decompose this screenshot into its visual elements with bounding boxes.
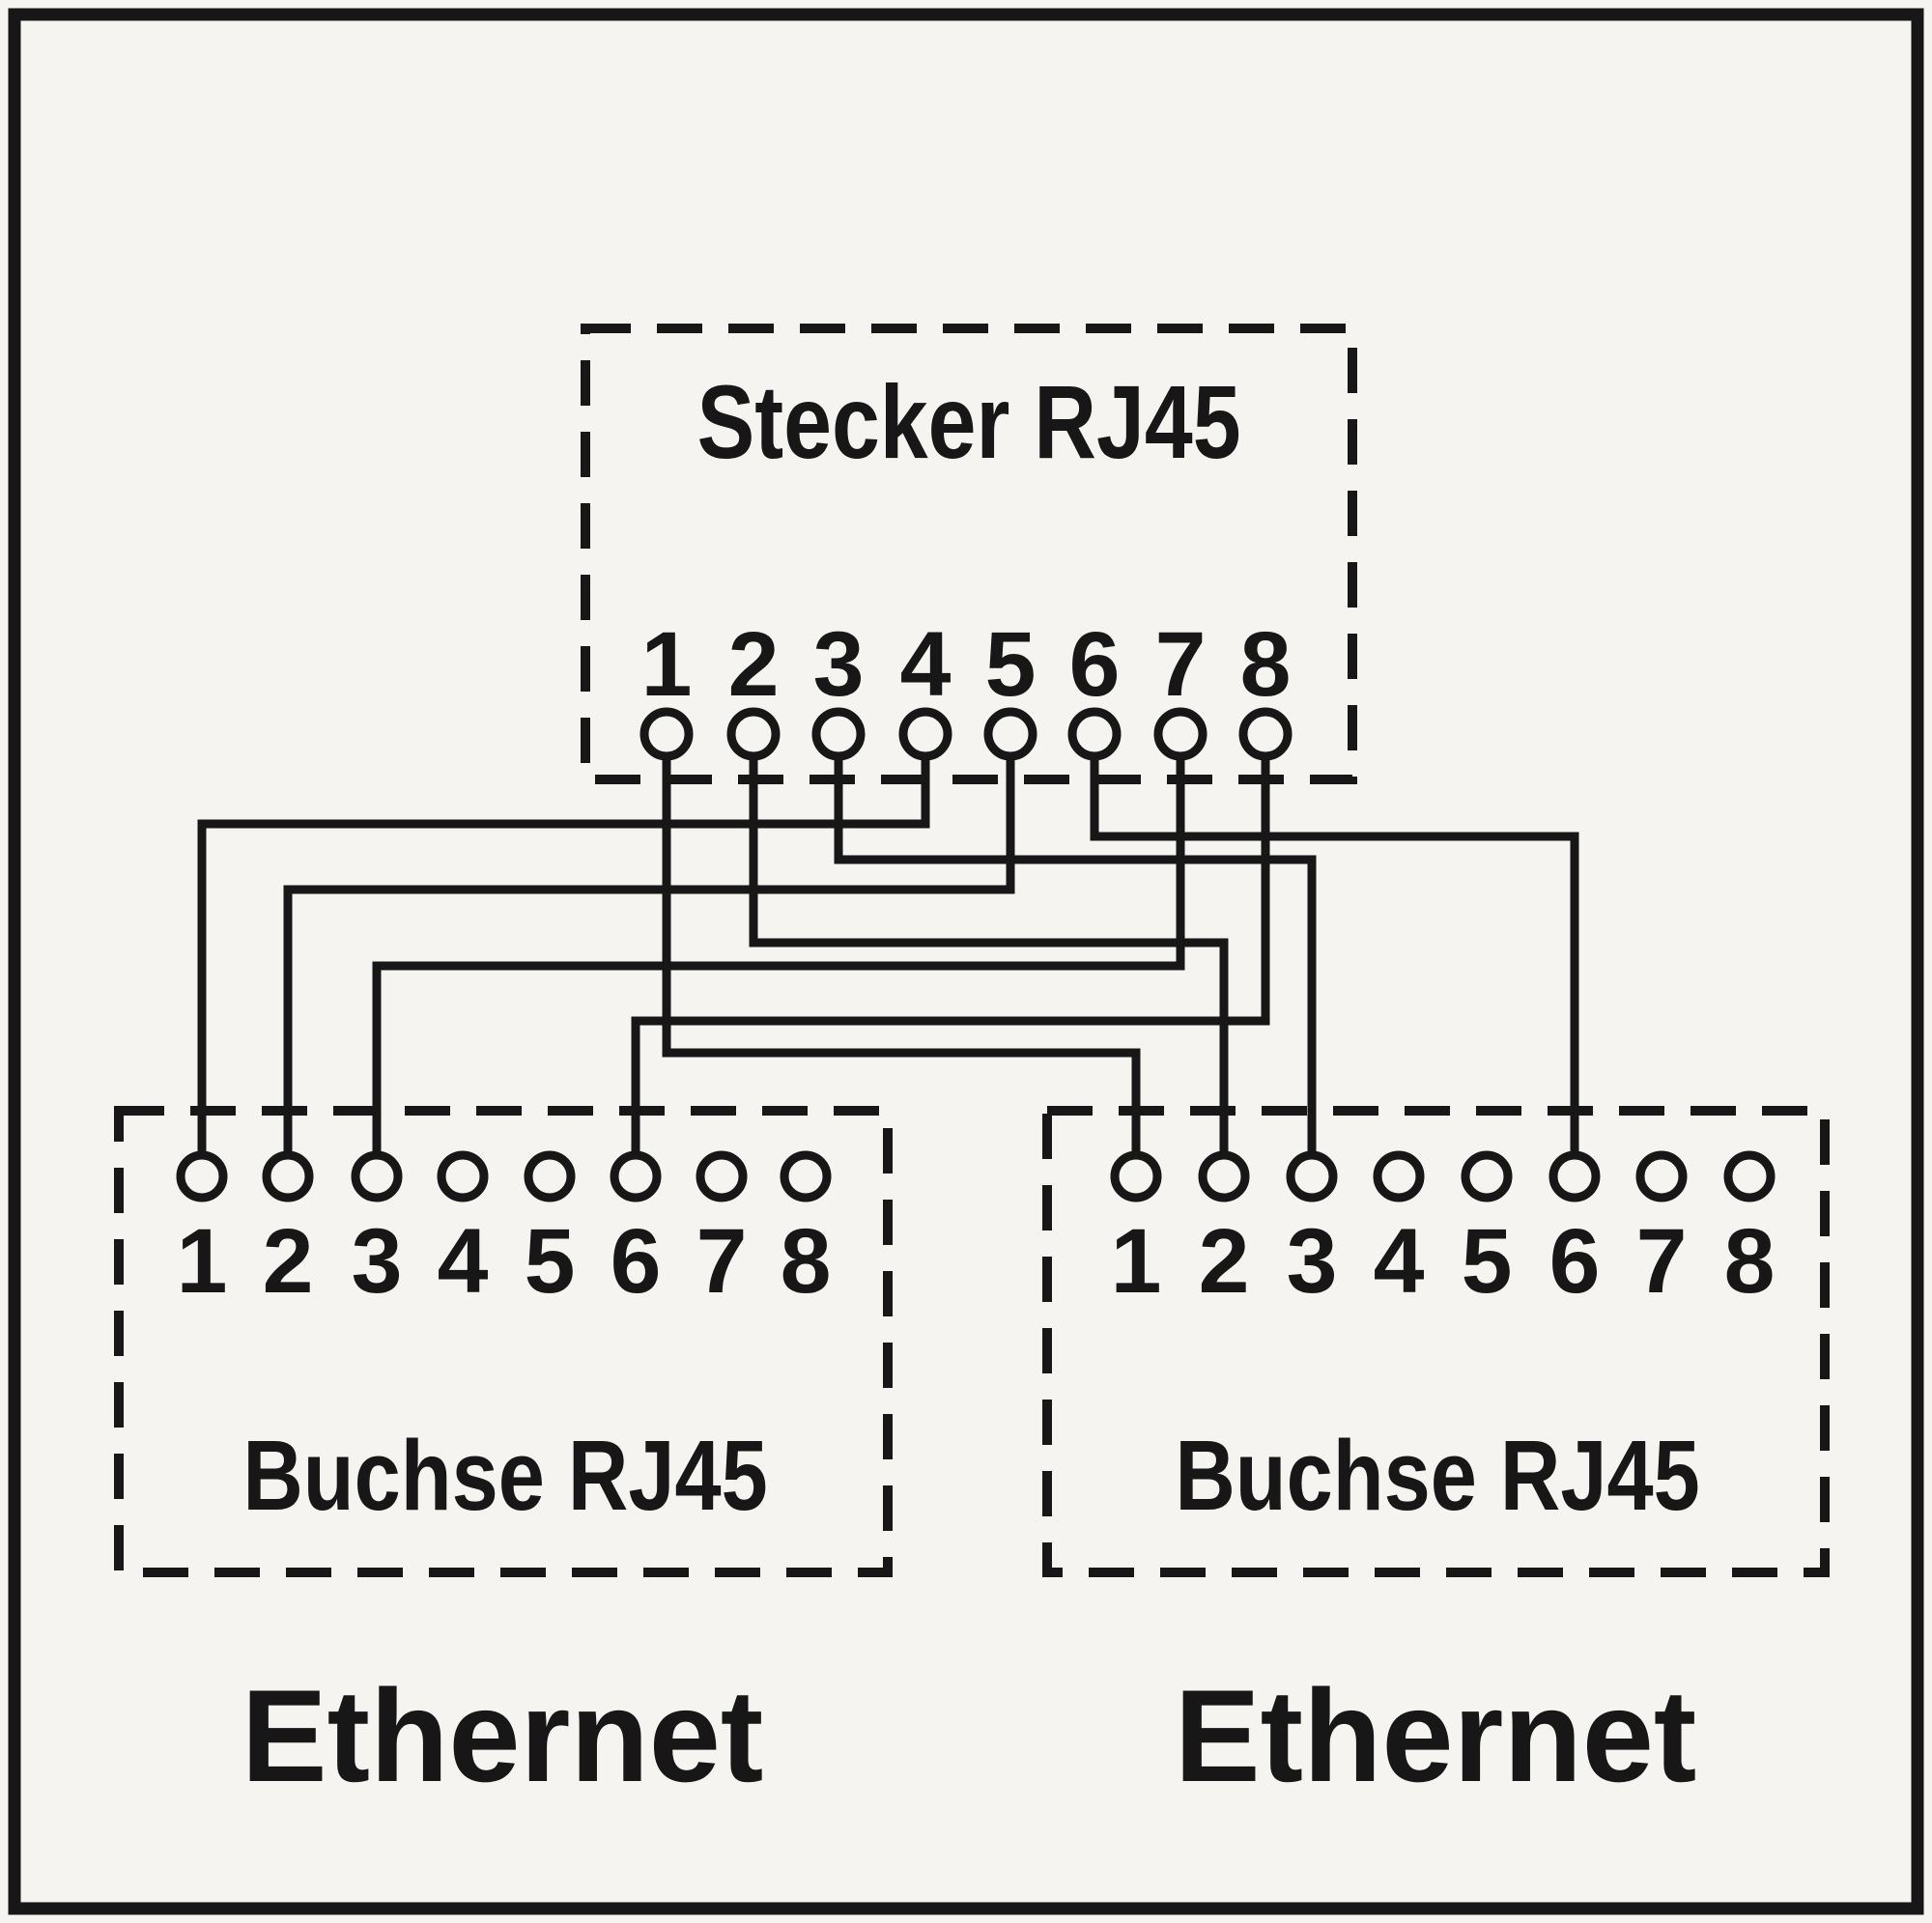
socket-right-pin-number-3: 3 — [1287, 1210, 1338, 1313]
plug-pin-circle-6 — [1067, 707, 1122, 761]
wire-plug3-right3 — [834, 756, 1317, 1155]
plug-pin-number-4: 4 — [900, 613, 952, 716]
wire-plug5-left2 — [283, 756, 1015, 1155]
socket-left-pin-circle-1 — [176, 1150, 228, 1202]
socket-left-caption: Ethernet — [242, 1662, 764, 1810]
socket-right-box — [1042, 1106, 1830, 1577]
socket-left-pin-circle-3 — [351, 1150, 403, 1202]
socket-left-pin-number-7: 7 — [696, 1210, 748, 1313]
socket-left-pin-number-3: 3 — [352, 1210, 403, 1313]
socket-left-pin-number-8: 8 — [781, 1210, 832, 1313]
plug-pin-number-2: 2 — [728, 613, 780, 716]
socket-left-pin-number-4: 4 — [438, 1210, 489, 1313]
plug-pin-number-5: 5 — [985, 613, 1037, 716]
socket-right-pin-circle-1 — [1110, 1150, 1162, 1202]
socket-right-pin-circle-8 — [1723, 1150, 1776, 1202]
plug-label: Stecker RJ45 — [696, 364, 1240, 481]
socket-left-pin-circle-7 — [696, 1150, 748, 1202]
socket-right-pin-circle-2 — [1198, 1150, 1250, 1202]
wire-plug8-left6 — [631, 756, 1270, 1155]
plug-pin-number-8: 8 — [1240, 613, 1292, 716]
plug-pin-number-1: 1 — [641, 613, 693, 716]
plug-pin-circle-7 — [1153, 707, 1208, 761]
socket-left-pin-circle-8 — [780, 1150, 832, 1202]
socket-right-pin-number-1: 1 — [1111, 1210, 1162, 1313]
socket-right-pin-circle-6 — [1548, 1150, 1601, 1202]
plug-pin-circle-2 — [726, 707, 781, 761]
socket-right-pin-number-6: 6 — [1549, 1210, 1601, 1313]
socket-left-pin-circle-6 — [610, 1150, 662, 1202]
socket-right-caption: Ethernet — [1175, 1662, 1697, 1810]
outer-frame — [8, 8, 1924, 1915]
socket-right-pin-circle-7 — [1635, 1150, 1688, 1202]
socket-left-pin-circle-4 — [437, 1150, 489, 1202]
socket-right-pin-circle-3 — [1286, 1150, 1338, 1202]
socket-right-pin-number-8: 8 — [1724, 1210, 1776, 1313]
wire-plug6-right6 — [1090, 756, 1579, 1155]
plug-box — [581, 324, 1357, 784]
socket-right-pin-number-2: 2 — [1199, 1210, 1250, 1313]
socket-left-pin-circle-2 — [262, 1150, 314, 1202]
socket-left-pin-number-1: 1 — [177, 1210, 228, 1313]
plug-pin-circle-4 — [898, 707, 952, 761]
wire-plug1-right1 — [662, 756, 1141, 1155]
socket-right-pin-number-5: 5 — [1462, 1210, 1513, 1313]
socket-right-pin-circle-4 — [1373, 1150, 1425, 1202]
socket-left-box — [114, 1106, 893, 1577]
wire-plug7-left3 — [372, 756, 1185, 1155]
socket-left-pin-number-5: 5 — [525, 1210, 576, 1313]
socket-right-pin-number-4: 4 — [1374, 1210, 1425, 1313]
plug-pin-circle-1 — [639, 707, 694, 761]
socket-left-pin-circle-5 — [524, 1150, 576, 1202]
plug-pin-circle-3 — [811, 707, 866, 761]
wire-plug2-right2 — [749, 756, 1229, 1155]
socket-left-pin-number-2: 2 — [263, 1210, 314, 1313]
plug-pin-number-6: 6 — [1069, 613, 1121, 716]
plug-pin-number-3: 3 — [813, 613, 865, 716]
socket-right-pin-circle-5 — [1461, 1150, 1513, 1202]
socket-right-pin-number-7: 7 — [1636, 1210, 1688, 1313]
socket-left-label: Buchse RJ45 — [242, 1421, 767, 1532]
socket-left-pin-number-6: 6 — [611, 1210, 662, 1313]
plug-pin-circle-8 — [1238, 707, 1293, 761]
wire-plug4-left1 — [197, 756, 930, 1155]
socket-right-label: Buchse RJ45 — [1175, 1421, 1699, 1532]
plug-pin-circle-5 — [983, 707, 1037, 761]
plug-pin-number-7: 7 — [1155, 613, 1207, 716]
